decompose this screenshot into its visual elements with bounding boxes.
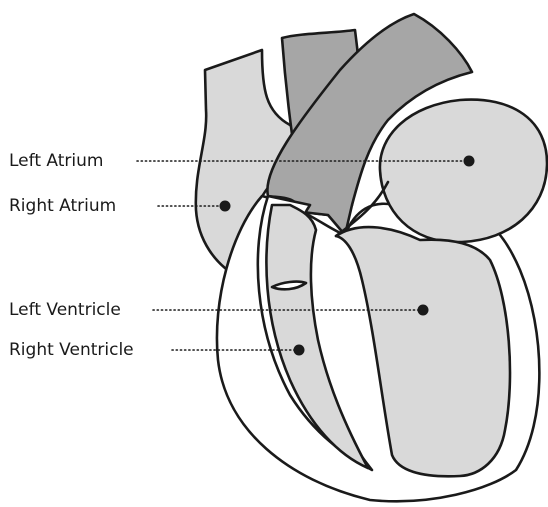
left-ventricle-dot: [418, 305, 429, 316]
left-atrium-shape: [380, 100, 547, 243]
left-atrium-dot: [464, 156, 475, 167]
right-ventricle-dot: [294, 345, 305, 356]
right-ventricle-label: Right Ventricle: [9, 340, 134, 360]
left-atrium-label: Left Atrium: [9, 151, 103, 171]
right-atrium-label: Right Atrium: [9, 196, 116, 216]
right-atrium-dot: [220, 201, 231, 212]
left-ventricle-label: Left Ventricle: [9, 300, 121, 320]
